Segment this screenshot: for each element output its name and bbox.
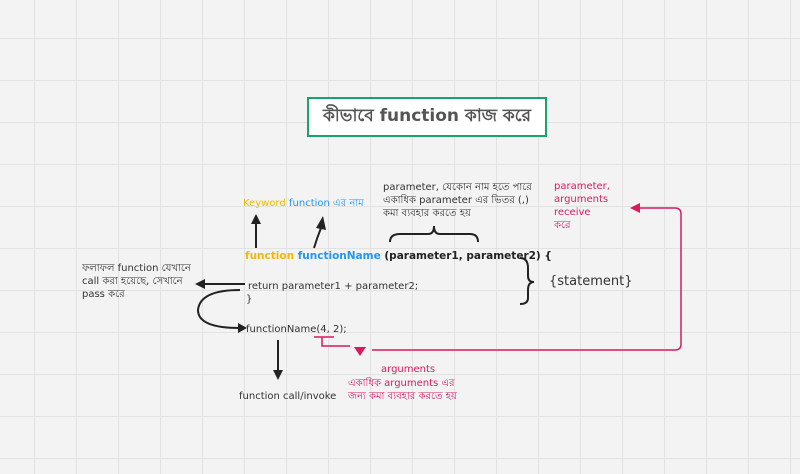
arrowhead-return [195, 279, 205, 289]
function-call: functionName(4, 2); [246, 324, 347, 335]
code-keyword: function [245, 250, 295, 262]
return-note-line: call করা হয়েছে, সেখানে [82, 276, 183, 287]
diagram-title: কীভাবে function কাজ করে [307, 97, 547, 137]
args-underline [314, 336, 350, 347]
receive-note: parameter, arguments receive করে [554, 180, 610, 232]
return-note-line: pass করে [82, 289, 125, 300]
arrow-loop [196, 289, 241, 329]
receive-note-line: arguments [554, 194, 609, 205]
return-line: return parameter1 + parameter2; [248, 281, 419, 292]
statement-label: {statement} [549, 274, 633, 289]
args-note-line: জন্য কমা ব্যবহার করতে হয় [348, 391, 457, 402]
code-params: (parameter1, parameter2) { [384, 250, 552, 262]
arrowhead-keyword [251, 214, 261, 224]
param-note-line: একাধিক parameter এর ভিতর (,) [383, 195, 529, 206]
call-invoke-label: function call/invoke [239, 391, 337, 402]
param-note-line: parameter, যেকোন নাম হতে পারে [383, 182, 532, 193]
arrowhead-function-name [316, 216, 326, 230]
brace-params [389, 225, 479, 243]
arrowhead-receive [630, 203, 640, 213]
brace-statement [519, 257, 535, 305]
arguments-label: arguments [381, 364, 436, 375]
keyword-label: Keyword [243, 198, 286, 209]
function-declaration: function functionName (parameter1, param… [245, 250, 552, 263]
receive-note-line: receive [554, 207, 591, 218]
arrowhead-invoke [273, 370, 283, 380]
args-note-line: একাধিক arguments এর [348, 378, 455, 389]
return-note-line: ফলাফল function যেখানে [82, 263, 191, 274]
receive-note-line: parameter, [554, 181, 610, 192]
param-note-line: কমা ব্যবহার করতে হয় [383, 208, 471, 219]
param-note: parameter, যেকোন নাম হতে পারে একাধিক par… [383, 181, 532, 220]
receive-note-line: করে [554, 220, 571, 231]
code-function-name: functionName [297, 250, 381, 262]
arrow-args-to-params [372, 207, 682, 351]
arrow-function-name [313, 227, 322, 249]
arrowhead-args [354, 347, 366, 356]
arrowhead-loop [238, 323, 247, 333]
args-note: একাধিক arguments এর জন্য কমা ব্যবহার করত… [348, 377, 457, 403]
function-name-label: function এর নাম [289, 198, 364, 209]
close-brace: } [246, 294, 253, 305]
return-note: ফলাফল function যেখানে call করা হয়েছে, স… [82, 262, 191, 301]
